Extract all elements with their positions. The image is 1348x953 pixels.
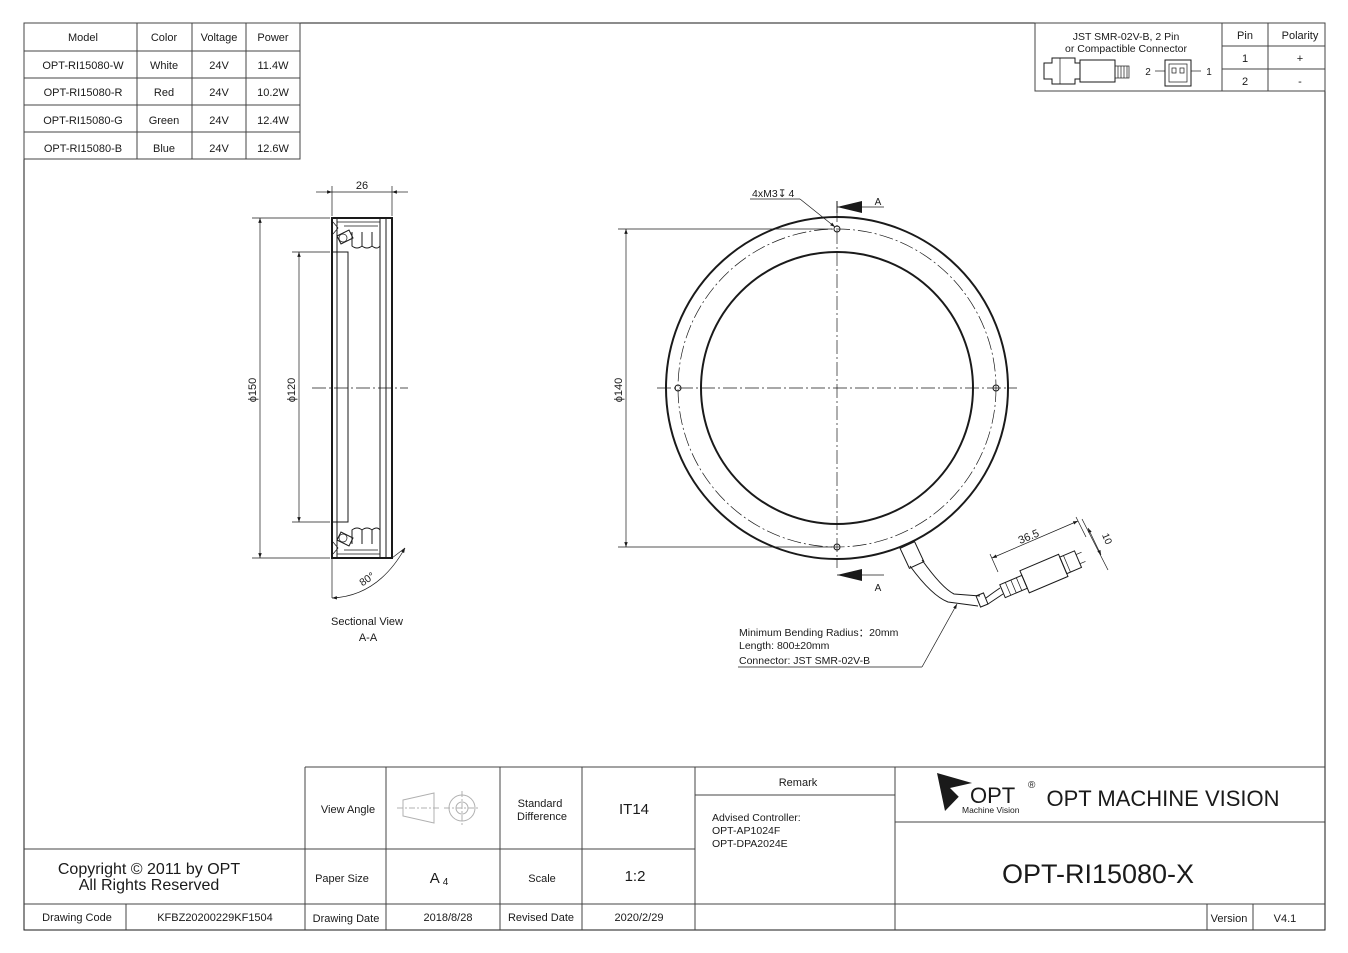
dim-diameter-150: ϕ150	[247, 378, 259, 403]
dim-angle-80: 80°	[357, 570, 377, 589]
voltage-cell: 24V	[209, 115, 229, 127]
revised-date: 2020/2/29	[615, 912, 664, 924]
hole-count: 4xM3	[752, 188, 778, 200]
paper-size-number: 4	[443, 877, 449, 888]
dim-connector-width: 10	[1099, 532, 1114, 547]
voltage-cell: 24V	[209, 60, 229, 72]
copyright-line-1: Copyright © 2011 by OPT	[58, 861, 240, 878]
color-cell: Red	[154, 87, 174, 99]
drawing-border	[23, 22, 1326, 931]
remark-label: Remark	[779, 777, 818, 789]
power-header: Power	[257, 32, 289, 44]
copyright-line-2: All Rights Reserved	[79, 877, 220, 894]
version-value: V4.1	[1274, 913, 1297, 925]
cable-note-3: Connector: JST SMR-02V-B	[739, 655, 870, 667]
depth-symbol: ↧	[778, 188, 787, 200]
sectional-view	[252, 186, 408, 600]
front-view	[618, 198, 1109, 668]
hole-depth: 4	[789, 188, 795, 200]
drawing-code: KFBZ20200229KF1504	[157, 912, 273, 924]
section-label-bottom: A	[875, 583, 882, 594]
version-label: Version	[1211, 913, 1248, 925]
title-block	[24, 766, 1325, 930]
standard-difference-label-2: Difference	[517, 811, 567, 823]
polarity-cell: -	[1298, 76, 1302, 88]
projection-symbol-icon	[397, 791, 480, 825]
polarity-header: Polarity	[1282, 30, 1319, 42]
polarity-cell: +	[1297, 53, 1303, 65]
logo-text: OPT	[970, 783, 1015, 808]
drawing-code-label: Drawing Code	[42, 912, 112, 924]
connector-sketch-icon	[1043, 57, 1201, 87]
color-cell: Green	[149, 115, 180, 127]
section-caption-2: A-A	[359, 632, 378, 644]
color-header: Color	[151, 32, 178, 44]
standard-difference-value: IT14	[619, 801, 649, 818]
paper-size-label: Paper Size	[315, 873, 369, 885]
revised-date-label: Revised Date	[508, 912, 574, 924]
power-cell: 10.2W	[257, 87, 289, 99]
model-cell: OPT-RI15080-R	[44, 87, 123, 99]
remark-line-1: Advised Controller:	[712, 812, 801, 824]
dim-pcd-140: ϕ140	[613, 378, 625, 403]
cable-note-1: Minimum Bending Radius：20mm	[739, 627, 899, 639]
remark-line-2: OPT-AP1024F	[712, 825, 780, 837]
connector-title-2: or Compactible Connector	[1065, 43, 1187, 55]
voltage-cell: 24V	[209, 87, 229, 99]
section-label-top: A	[875, 197, 882, 208]
pin-header: Pin	[1237, 30, 1253, 42]
color-cell: Blue	[153, 143, 175, 155]
section-caption-1: Sectional View	[331, 616, 403, 628]
logo-registered: ®	[1028, 780, 1036, 791]
dim-width-26: 26	[356, 180, 368, 192]
power-cell: 12.6W	[257, 143, 289, 155]
voltage-cell: 24V	[209, 143, 229, 155]
power-cell: 11.4W	[258, 60, 290, 72]
model-cell: OPT-RI15080-B	[44, 143, 122, 155]
pin-cell: 1	[1242, 53, 1248, 65]
view-angle-label: View Angle	[321, 804, 375, 816]
company-name: OPT MACHINE VISION	[1046, 786, 1279, 811]
part-number: OPT-RI15080-X	[1002, 859, 1194, 889]
power-cell: 12.4W	[257, 115, 289, 127]
logo-subtitle: Machine Vision	[962, 805, 1020, 815]
voltage-header: Voltage	[201, 32, 238, 44]
connector-title-1: JST SMR-02V-B, 2 Pin	[1073, 31, 1180, 43]
dim-diameter-120: ϕ120	[286, 378, 298, 403]
remark-line-3: OPT-DPA2024E	[712, 838, 788, 850]
cable-note-2: Length: 800±20mm	[739, 640, 830, 652]
model-header: Model	[68, 32, 98, 44]
opt-logo-icon	[937, 773, 972, 811]
model-cell: OPT-RI15080-W	[42, 60, 124, 72]
pin-label-1: 1	[1206, 67, 1212, 78]
color-cell: White	[150, 60, 178, 72]
standard-difference-label-1: Standard	[518, 798, 563, 810]
scale-label: Scale	[528, 873, 556, 885]
model-table: Model Color Voltage Power OPT-RI15080-W …	[23, 22, 301, 160]
hole-note: 4xM3↧4	[752, 188, 795, 200]
drawing-date-label: Drawing Date	[313, 913, 380, 925]
pin-label-2: 2	[1145, 67, 1151, 78]
pin-cell: 2	[1242, 76, 1248, 88]
dim-connector-length: 36.5	[1017, 528, 1041, 547]
connector-table: JST SMR-02V-B, 2 Pin or Compactible Conn…	[1034, 22, 1326, 92]
model-cell: OPT-RI15080-G	[43, 115, 122, 127]
drawing-date: 2018/8/28	[424, 912, 473, 924]
scale-value: 1:2	[625, 868, 646, 885]
paper-size-letter: A	[430, 870, 440, 887]
